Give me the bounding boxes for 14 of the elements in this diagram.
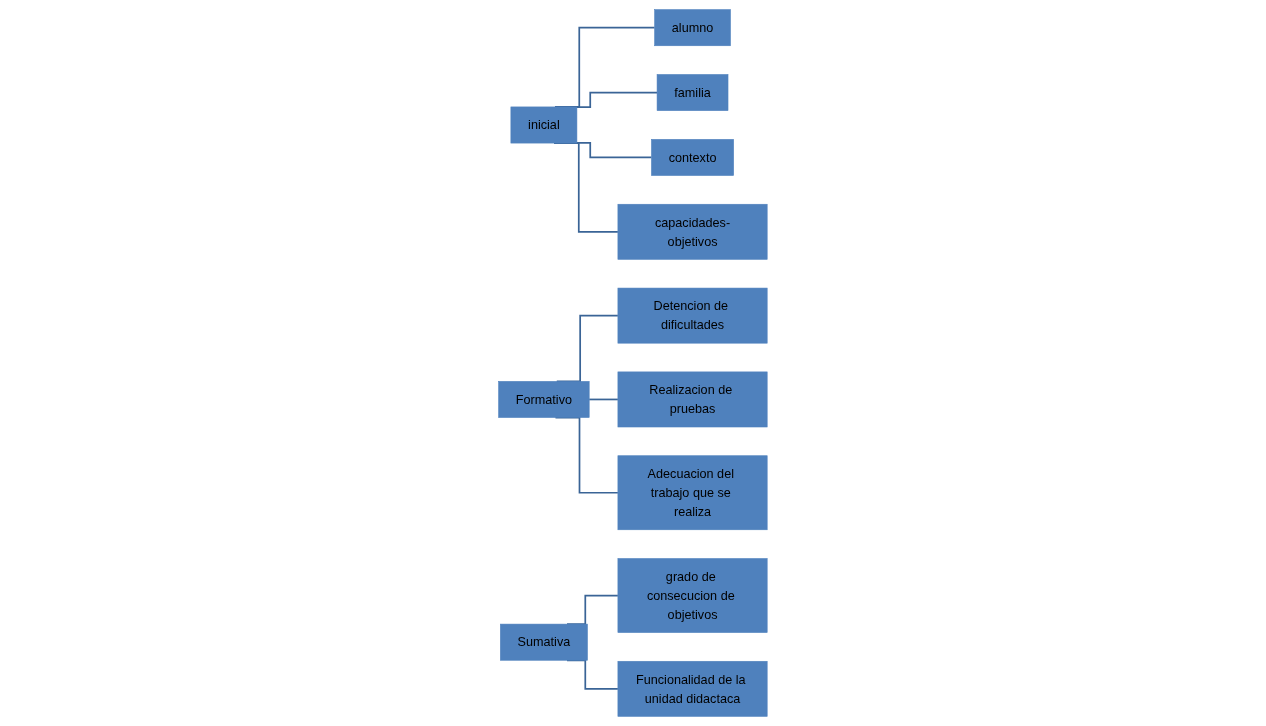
node-box: inicial <box>510 106 578 144</box>
node-box: Realizacion de pruebas <box>617 371 768 428</box>
connector <box>576 91 659 108</box>
node-box: familia <box>656 74 729 111</box>
node-box: Funcionalidad de la unidad didactaca <box>617 661 768 717</box>
node-box: capacidades-objetivos <box>617 203 768 260</box>
node-box: Detencion de dificultades <box>617 287 768 344</box>
node-box: contexto <box>651 139 735 176</box>
node-box: Adecuacion del trabajo que se realiza <box>617 455 768 531</box>
connector <box>588 398 619 401</box>
node-box: alumno <box>654 9 731 47</box>
node-box: grado de consecucion de objetivos <box>617 558 768 633</box>
node-box: Sumativa <box>500 623 588 661</box>
node-box: Formativo <box>498 381 590 418</box>
